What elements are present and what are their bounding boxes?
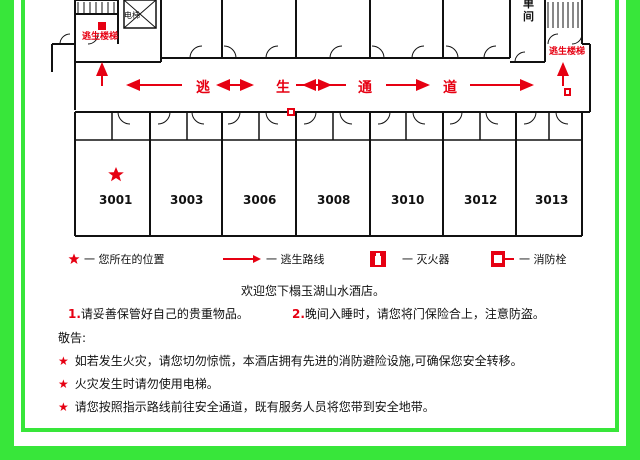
door-swings-lower: [117, 111, 569, 125]
fire-hydrant-icon: [491, 251, 514, 267]
stairs-hatch-right: [547, 2, 579, 28]
legend-extinguisher: 一 灭火器: [370, 250, 450, 268]
legend-escape-route-label: 一 逃生路线: [266, 253, 325, 266]
corridor-char-2: 生: [276, 80, 290, 96]
caution-bullet-text: 如若发生火灾，请您切勿惊慌，本酒店拥有先进的消防避险设施,可确保您安全转移。: [74, 354, 523, 368]
legend-extinguisher-label: 一 灭火器: [402, 253, 450, 266]
stairs-label-left: 逃生楼梯: [82, 32, 119, 42]
room-number: 3010: [391, 193, 425, 207]
legend-hydrant-label: 一 消防栓: [519, 253, 567, 266]
stairs-hatch-left: [77, 2, 115, 13]
legend-hydrant: 一 消防栓: [491, 250, 567, 268]
caution-bullet-text: 火灾发生时请勿使用电梯。: [74, 377, 219, 391]
hydrant-marker-plan: [98, 22, 106, 30]
corridor-char-1: 逃: [196, 80, 210, 96]
room-number: 3006: [243, 193, 277, 207]
upper-rooms: [74, 0, 583, 62]
room-number: 3012: [464, 193, 498, 207]
lower-rooms: [74, 112, 583, 237]
room-number: 3013: [535, 193, 569, 207]
tip-1-text: 请妥善保管好自己的贵重物品。: [80, 307, 249, 321]
caution-title: 敬告:: [58, 331, 87, 345]
caution-bullet-text: 请您按照指示路线前往安全通道，既有服务人员将您带到安全地带。: [74, 400, 435, 414]
you-are-here-star-marker: [108, 167, 124, 182]
floor-plan: [51, 0, 591, 237]
star-bullet-icon: ★: [58, 400, 69, 414]
inner-green-frame: [21, 0, 619, 432]
legend-you-are-here-label: 一 您所在的位置: [84, 253, 165, 266]
room-number: 3008: [317, 193, 351, 207]
stair-doors: [59, 33, 583, 63]
corridor-walls: [51, 43, 591, 113]
star-icon: [68, 253, 80, 264]
door-swings-upper: [189, 45, 497, 59]
escape-route-arrows: [96, 62, 569, 91]
legend-you-are-here: 一 您所在的位置: [68, 250, 165, 268]
caution-bullet: ★ 如若发生火灾，请您切勿惊慌，本酒店拥有先进的消防避险设施,可确保您安全转移。: [58, 352, 523, 369]
legend-escape-route: 一 逃生路线: [222, 250, 325, 268]
tip-1-number: 1.: [68, 307, 81, 321]
room-number: 3001: [99, 193, 133, 207]
tip-2-number: 2.: [292, 307, 305, 321]
extinguisher-marker-plan: [287, 88, 571, 116]
welcome-text: 欢迎您下榻玉湖山水酒店。: [241, 284, 386, 298]
room-number: 3003: [170, 193, 204, 207]
arrow-right-icon: [223, 255, 261, 263]
elevator-label: 电梯: [124, 11, 140, 20]
tip-2-text: 晚间入睡时，请您将门保险合上，注意防盗。: [304, 307, 545, 321]
caution-bullet: ★ 火灾发生时请勿使用电梯。: [58, 375, 219, 392]
tip-2: 2.晚间入睡时，请您将门保险合上，注意防盗。: [292, 305, 545, 322]
corridor-char-4: 道: [443, 80, 457, 96]
tip-1: 1.请妥善保管好自己的贵重物品。: [68, 305, 249, 322]
caution-bullet: ★ 请您按照指示路线前往安全通道，既有服务人员将您带到安全地带。: [58, 398, 435, 415]
fire-extinguisher-icon: [370, 251, 386, 267]
star-bullet-icon: ★: [58, 377, 69, 391]
star-bullet-icon: ★: [58, 354, 69, 368]
single-room-label: 单间: [523, 0, 534, 23]
stairs-label-right: 逃生楼梯: [549, 47, 586, 57]
corridor-char-3: 通: [358, 80, 372, 96]
